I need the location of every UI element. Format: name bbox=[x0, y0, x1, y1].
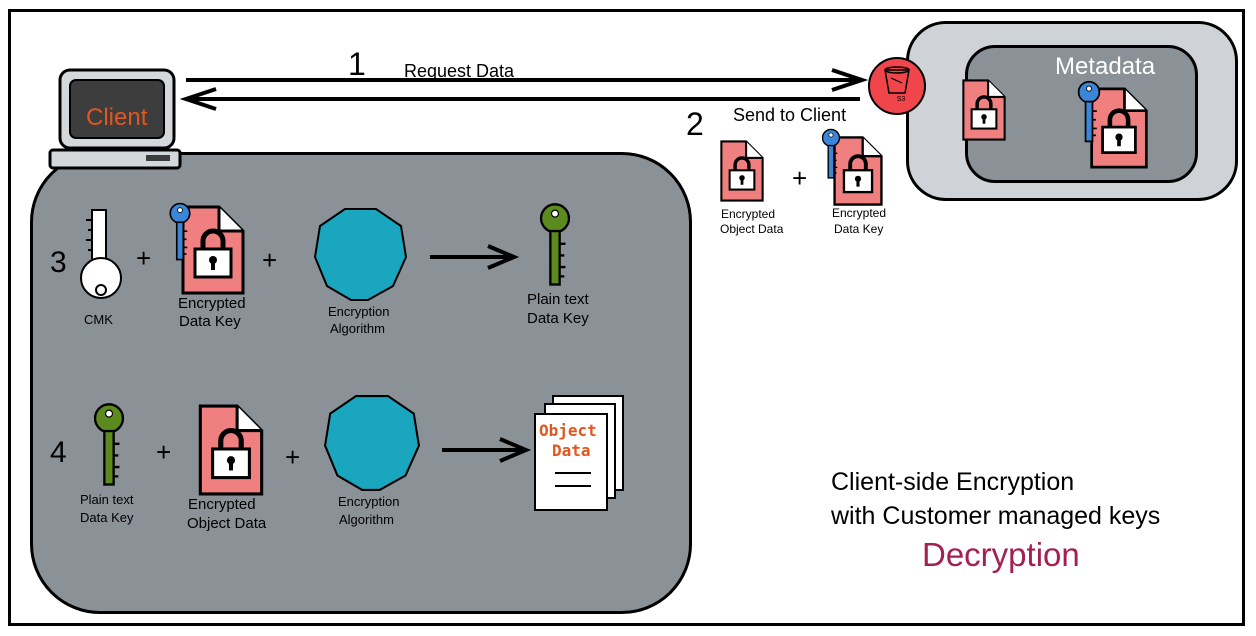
caption-subtitle: Decryption bbox=[922, 536, 1080, 573]
step2-label: Send to Client bbox=[733, 105, 847, 125]
row3-plus-1: + bbox=[136, 243, 152, 273]
metadata-data-key-blue-icon bbox=[1077, 80, 1101, 143]
row3-plain-text-data-key-green-icon bbox=[539, 203, 571, 286]
sent-data-key-label-2: Data Key bbox=[834, 222, 884, 236]
client-label: Client bbox=[86, 104, 148, 131]
sent-data-key-blue-icon bbox=[821, 128, 841, 179]
s3-bucket-icon bbox=[868, 57, 926, 115]
row3-result-label-2: Data Key bbox=[527, 310, 589, 327]
metadata-encrypted-data-key-file-icon bbox=[1090, 87, 1148, 169]
step3-number: 3 bbox=[50, 246, 67, 279]
request-arrow bbox=[179, 68, 869, 111]
row4-result-arrow bbox=[442, 437, 532, 463]
caption-line-1: Client-side Encryption bbox=[831, 468, 1075, 496]
object-data-doc-line-1: Object bbox=[539, 421, 597, 440]
row4-plus-1: + bbox=[156, 437, 172, 467]
sent-object-data-label-2: Object Data bbox=[720, 222, 784, 236]
object-data-doc-line-2: Data bbox=[552, 441, 591, 460]
row4-plain-text-data-key-green-icon bbox=[93, 403, 125, 486]
row3-algo-label-1: Encryption bbox=[328, 304, 390, 319]
object-data-document-icon bbox=[534, 395, 624, 511]
sent-encrypted-object-file-icon bbox=[720, 140, 764, 202]
row3-encrypted-data-key-file-icon bbox=[181, 205, 245, 295]
row4-enc-obj-label-1: Encrypted bbox=[188, 496, 256, 513]
s3-bucket-label: S3 bbox=[896, 96, 906, 103]
row4-encrypted-object-file-icon bbox=[198, 404, 264, 496]
row3-algo-label-2: Algorithm bbox=[330, 321, 385, 336]
row4-encryption-algorithm-octagon bbox=[323, 395, 421, 491]
metadata-label: Metadata bbox=[1055, 53, 1156, 80]
metadata-encrypted-object-file-icon bbox=[962, 79, 1006, 141]
row3-enc-data-key-label-1: Encrypted bbox=[178, 295, 246, 312]
step1-label: Request Data bbox=[404, 61, 515, 81]
row3-encryption-algorithm-octagon bbox=[313, 208, 408, 301]
cmk-key-icon bbox=[80, 209, 122, 299]
row3-enc-data-key-label-2: Data Key bbox=[179, 313, 241, 330]
step4-number: 4 bbox=[50, 436, 67, 469]
sent-plus: + bbox=[792, 163, 808, 193]
row3-plus-2: + bbox=[262, 245, 278, 275]
row4-algo-label-1: Encryption bbox=[338, 494, 400, 509]
row3-result-label-1: Plain text bbox=[527, 291, 589, 308]
row4-plus-2: + bbox=[285, 442, 301, 472]
row4-plain-key-label-1: Plain text bbox=[80, 492, 134, 507]
row3-result-arrow bbox=[430, 244, 520, 270]
cmk-label: CMK bbox=[84, 312, 113, 327]
step2-number: 2 bbox=[686, 106, 704, 142]
sent-data-key-label-1: Encrypted bbox=[832, 206, 887, 220]
caption-line-2: with Customer managed keys bbox=[831, 502, 1161, 530]
sent-object-data-label-1: Encrypted bbox=[721, 207, 776, 221]
row4-algo-label-2: Algorithm bbox=[339, 512, 394, 527]
row3-data-key-blue-icon bbox=[169, 202, 191, 261]
step1-number: 1 bbox=[348, 46, 366, 82]
client-computer-icon bbox=[48, 68, 182, 170]
row4-plain-key-label-2: Data Key bbox=[80, 510, 134, 525]
sent-encrypted-data-key-file-icon bbox=[833, 136, 883, 206]
row4-enc-obj-label-2: Object Data bbox=[187, 515, 267, 532]
